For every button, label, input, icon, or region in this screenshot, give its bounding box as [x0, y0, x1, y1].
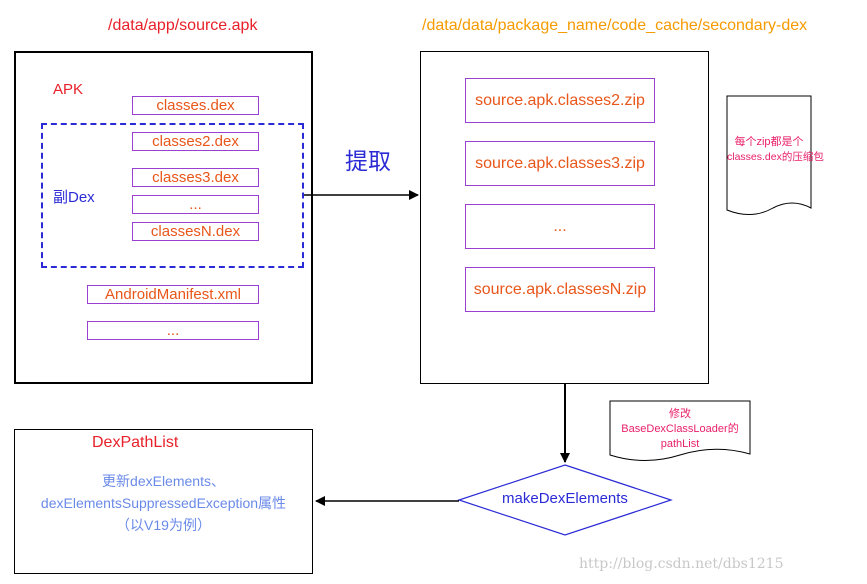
- entry-classes-dex: classes.dex: [132, 96, 259, 115]
- zip-note-shape: [726, 95, 812, 215]
- entry-ellipsis: ...: [132, 195, 259, 214]
- apk-label: APK: [53, 81, 84, 98]
- modify-note-line-1: 修改: [669, 408, 691, 420]
- zip-classesN: source.apk.classesN.zip: [465, 267, 655, 312]
- secondary-dex-label: 副Dex: [53, 189, 95, 206]
- zip-classes2: source.apk.classes2.zip: [465, 78, 655, 123]
- entry-classes2-dex: classes2.dex: [132, 132, 259, 151]
- zip-note-line-1: 每个zip都是个: [734, 136, 804, 148]
- extract-label: 提取: [345, 148, 391, 174]
- desc-line-2: dexElementsSuppressedException属性: [40, 495, 287, 511]
- desc-line-1: 更新dexElements、: [102, 473, 225, 489]
- watermark: http://blog.csdn.net/dbs1215: [579, 556, 784, 572]
- entry-classes3-dex: classes3.dex: [132, 168, 259, 187]
- entry-ellipsis-2: ...: [87, 321, 259, 340]
- make-dex-elements-label: makeDexElements: [502, 490, 628, 507]
- entry-classesN-dex: classesN.dex: [132, 222, 259, 241]
- modify-note-shape: [609, 400, 751, 461]
- zip-ellipsis: ...: [465, 204, 655, 249]
- cache-path-label: /data/data/package_name/code_cache/secon…: [422, 17, 808, 34]
- desc-line-3: （以V19为例）: [116, 517, 211, 533]
- entry-android-manifest: AndroidManifest.xml: [87, 285, 259, 304]
- make-dex-diamond: [457, 464, 673, 536]
- code-cache-box: [420, 51, 709, 384]
- dexpathlist-description: 更新dexElements、 dexElementsSuppressedExce…: [14, 470, 313, 536]
- dexpathlist-box: [14, 429, 313, 574]
- zip-note-line-2: classes.dex的压缩包: [727, 151, 824, 163]
- zip-note-text: 每个zip都是个 classes.dex的压缩包: [727, 135, 824, 165]
- modify-note-text: 修改 BaseDexClassLoader的 pathList: [610, 407, 750, 452]
- secondary-dex-group: [41, 123, 304, 268]
- dexpathlist-title: DexPathList: [92, 434, 179, 451]
- apk-box: [14, 51, 313, 384]
- zip-classes3: source.apk.classes3.zip: [465, 141, 655, 186]
- modify-note-line-3: pathList: [660, 438, 700, 450]
- modify-note-line-2: BaseDexClassLoader的: [621, 423, 739, 435]
- source-path-label: /data/app/source.apk: [108, 17, 258, 34]
